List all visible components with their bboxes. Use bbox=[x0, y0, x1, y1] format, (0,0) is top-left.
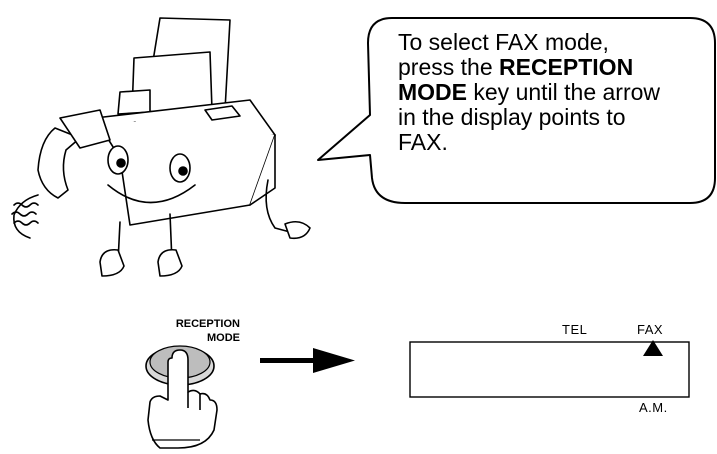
bubble-line-3: MODE key until the arrow bbox=[398, 80, 717, 105]
bubble-line-3-bold: MODE bbox=[398, 79, 467, 105]
bubble-line-2: press the RECEPTION bbox=[398, 55, 717, 80]
bubble-line-4: in the display points to bbox=[398, 104, 626, 130]
key-label-line-1: RECEPTION bbox=[175, 318, 240, 330]
lcd-display bbox=[409, 341, 690, 398]
display-tel-label: TEL bbox=[562, 322, 588, 337]
bubble-line-1: To select FAX mode, bbox=[398, 29, 609, 55]
arrow-right-icon bbox=[260, 348, 355, 373]
reception-mode-key-label: RECEPTION MODE bbox=[120, 317, 240, 345]
bubble-line-3-suffix: key until the arrow bbox=[467, 79, 661, 105]
display-fax-label: FAX bbox=[637, 322, 664, 337]
key-label-line-2: MODE bbox=[207, 332, 240, 344]
bubble-instruction-text: To select FAX mode, press the RECEPTION … bbox=[398, 30, 717, 155]
speech-bubble bbox=[317, 17, 716, 204]
bubble-line-2-prefix: press the bbox=[398, 54, 499, 80]
fax-machine-cartoon bbox=[11, 17, 311, 277]
fax-indicator-arrow-icon bbox=[643, 340, 663, 356]
display-am-label: A.M. bbox=[639, 400, 668, 415]
bubble-line-5: FAX. bbox=[398, 129, 448, 155]
pointing-hand-icon bbox=[147, 349, 218, 449]
bubble-line-2-bold: RECEPTION bbox=[499, 54, 634, 80]
